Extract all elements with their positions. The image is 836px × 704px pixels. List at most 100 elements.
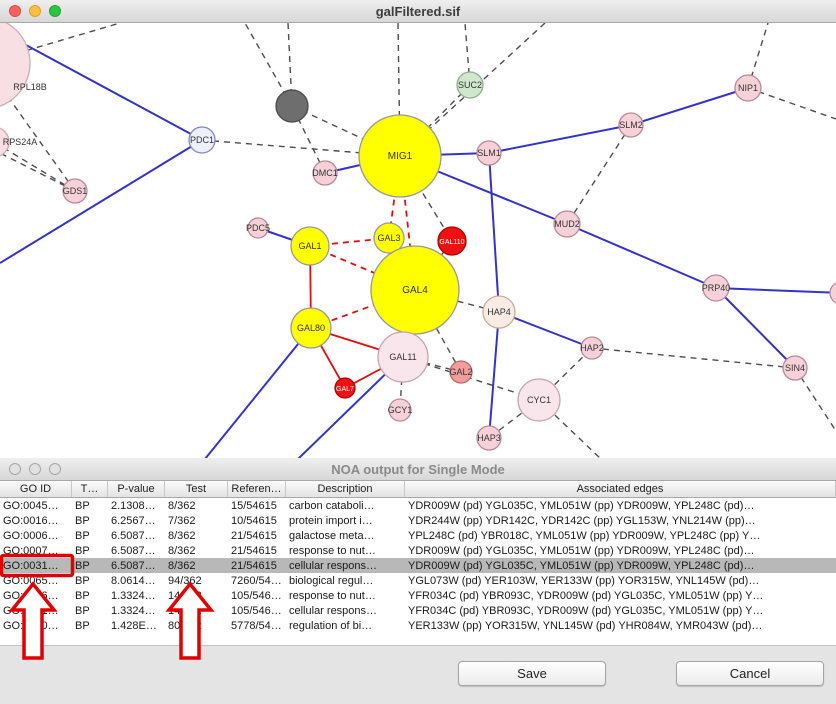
network-node-prp40[interactable] <box>702 274 730 302</box>
cell-associated-edges: YDR009W (pd) YGL035C, YML051W (pp) YDR00… <box>408 499 755 512</box>
network-node-label: SLM1 <box>477 148 501 158</box>
zoom-button[interactable] <box>49 463 61 475</box>
network-node-msn[interactable] <box>829 282 836 304</box>
network-edge[interactable] <box>566 223 717 289</box>
network-node-label: MIG1 <box>388 151 413 162</box>
cell-reference: 15/54615 <box>231 499 277 512</box>
network-edge[interactable] <box>399 84 471 157</box>
network-node-dark[interactable] <box>275 89 309 123</box>
network-node-gcy1[interactable] <box>388 398 412 422</box>
network-node-hap2[interactable] <box>580 336 604 360</box>
network-node-pdc1[interactable] <box>188 126 216 154</box>
network-node-pdc5[interactable] <box>247 217 269 239</box>
minimize-button[interactable] <box>29 463 41 475</box>
close-button[interactable] <box>9 5 21 17</box>
network-node-nip1[interactable] <box>734 74 762 102</box>
minimize-button[interactable] <box>29 5 41 17</box>
cell-p-value: 2.1308… <box>111 499 156 512</box>
network-node-gal11[interactable] <box>377 331 429 383</box>
cell-p-value: 8.0614… <box>111 574 156 587</box>
network-node-gal110[interactable] <box>437 226 467 256</box>
network-node-gal7[interactable] <box>334 377 356 399</box>
network-edge[interactable] <box>715 287 796 369</box>
cell-description: regulation of bi… <box>289 619 373 632</box>
cell-type: BP <box>75 529 90 542</box>
network-node-rpl18b[interactable] <box>0 23 31 109</box>
cell-description: galactose meta… <box>289 529 375 542</box>
network-node-slm2[interactable] <box>618 112 644 138</box>
column-header-test[interactable]: Test <box>165 481 228 497</box>
network-edge[interactable] <box>591 347 796 369</box>
network-edge[interactable] <box>204 327 312 458</box>
column-header-go-id[interactable]: GO ID <box>0 481 72 497</box>
cell-go-id: GO:0050… <box>3 619 59 632</box>
network-node-gds1[interactable] <box>62 178 88 204</box>
zoom-button[interactable] <box>49 5 61 17</box>
network-edge[interactable] <box>0 139 203 264</box>
cell-reference: 7260/54… <box>231 574 282 587</box>
column-header-p-value[interactable]: P-value <box>108 481 165 497</box>
network-node-label: GAL2 <box>449 367 472 377</box>
column-header-reference[interactable]: Referen… <box>228 481 286 497</box>
cell-reference: 105/546… <box>231 589 282 602</box>
network-edge[interactable] <box>0 63 76 192</box>
network-edge[interactable] <box>630 87 749 126</box>
network-node-cyc1[interactable] <box>517 378 561 422</box>
network-node-gal3[interactable] <box>373 222 405 254</box>
network-edge[interactable] <box>715 287 836 294</box>
column-header-type[interactable]: T… <box>72 481 108 497</box>
network-node-label: HAP4 <box>487 307 511 317</box>
cancel-button[interactable]: Cancel <box>676 661 824 686</box>
column-header-description[interactable]: Description <box>286 481 405 497</box>
network-node-label: SIN4 <box>785 363 805 373</box>
network-edge[interactable] <box>566 124 632 225</box>
window-title: NOA output for Single Mode <box>331 461 505 477</box>
network-node-gal4[interactable] <box>370 245 460 335</box>
network-node-gal1[interactable] <box>290 226 330 266</box>
network-node-mig1[interactable] <box>358 114 442 198</box>
network-node-hap4[interactable] <box>482 295 516 329</box>
cell-test: 8/362 <box>168 499 196 512</box>
cell-associated-edges: YFR034C (pd) YBR093C, YDR009W (pd) YGL03… <box>408 589 764 602</box>
network-node-dmc1[interactable] <box>312 160 338 186</box>
cell-p-value: 6.5087… <box>111 529 156 542</box>
network-edge[interactable] <box>488 311 500 439</box>
network-edge[interactable] <box>309 245 416 291</box>
network-node-label: GAL11 <box>389 352 416 362</box>
network-node-label: GDS1 <box>63 186 88 196</box>
network-node-slm1[interactable] <box>476 140 502 166</box>
network-node-gal80[interactable] <box>290 307 332 349</box>
cell-test: 8/362 <box>168 544 196 557</box>
cell-reference: 21/54615 <box>231 544 277 557</box>
network-node-sin4[interactable] <box>782 355 808 381</box>
network-edge[interactable] <box>747 87 836 120</box>
network-node-gal2[interactable] <box>449 360 473 384</box>
close-button[interactable] <box>9 463 21 475</box>
save-button[interactable]: Save <box>458 661 606 686</box>
network-node-mud2[interactable] <box>553 210 581 238</box>
network-edge[interactable] <box>488 152 500 313</box>
network-node-hap3[interactable] <box>476 425 502 451</box>
cell-go-id: GO:0007… <box>3 544 59 557</box>
cell-go-id: GO:0006… <box>3 589 59 602</box>
column-header-associated-edges[interactable]: Associated edges <box>405 481 836 497</box>
network-edge[interactable] <box>0 152 76 192</box>
network-edge[interactable] <box>0 30 203 141</box>
network-node-rps24a[interactable] <box>0 127 10 157</box>
cell-p-value: 6.2567… <box>111 514 156 527</box>
network-edge[interactable] <box>488 124 632 154</box>
network-node-suc2[interactable] <box>456 71 484 99</box>
noa-window-titlebar: NOA output for Single Mode <box>0 458 836 481</box>
network-node-label: GAL110 <box>439 239 464 246</box>
network-edge[interactable] <box>0 142 76 192</box>
